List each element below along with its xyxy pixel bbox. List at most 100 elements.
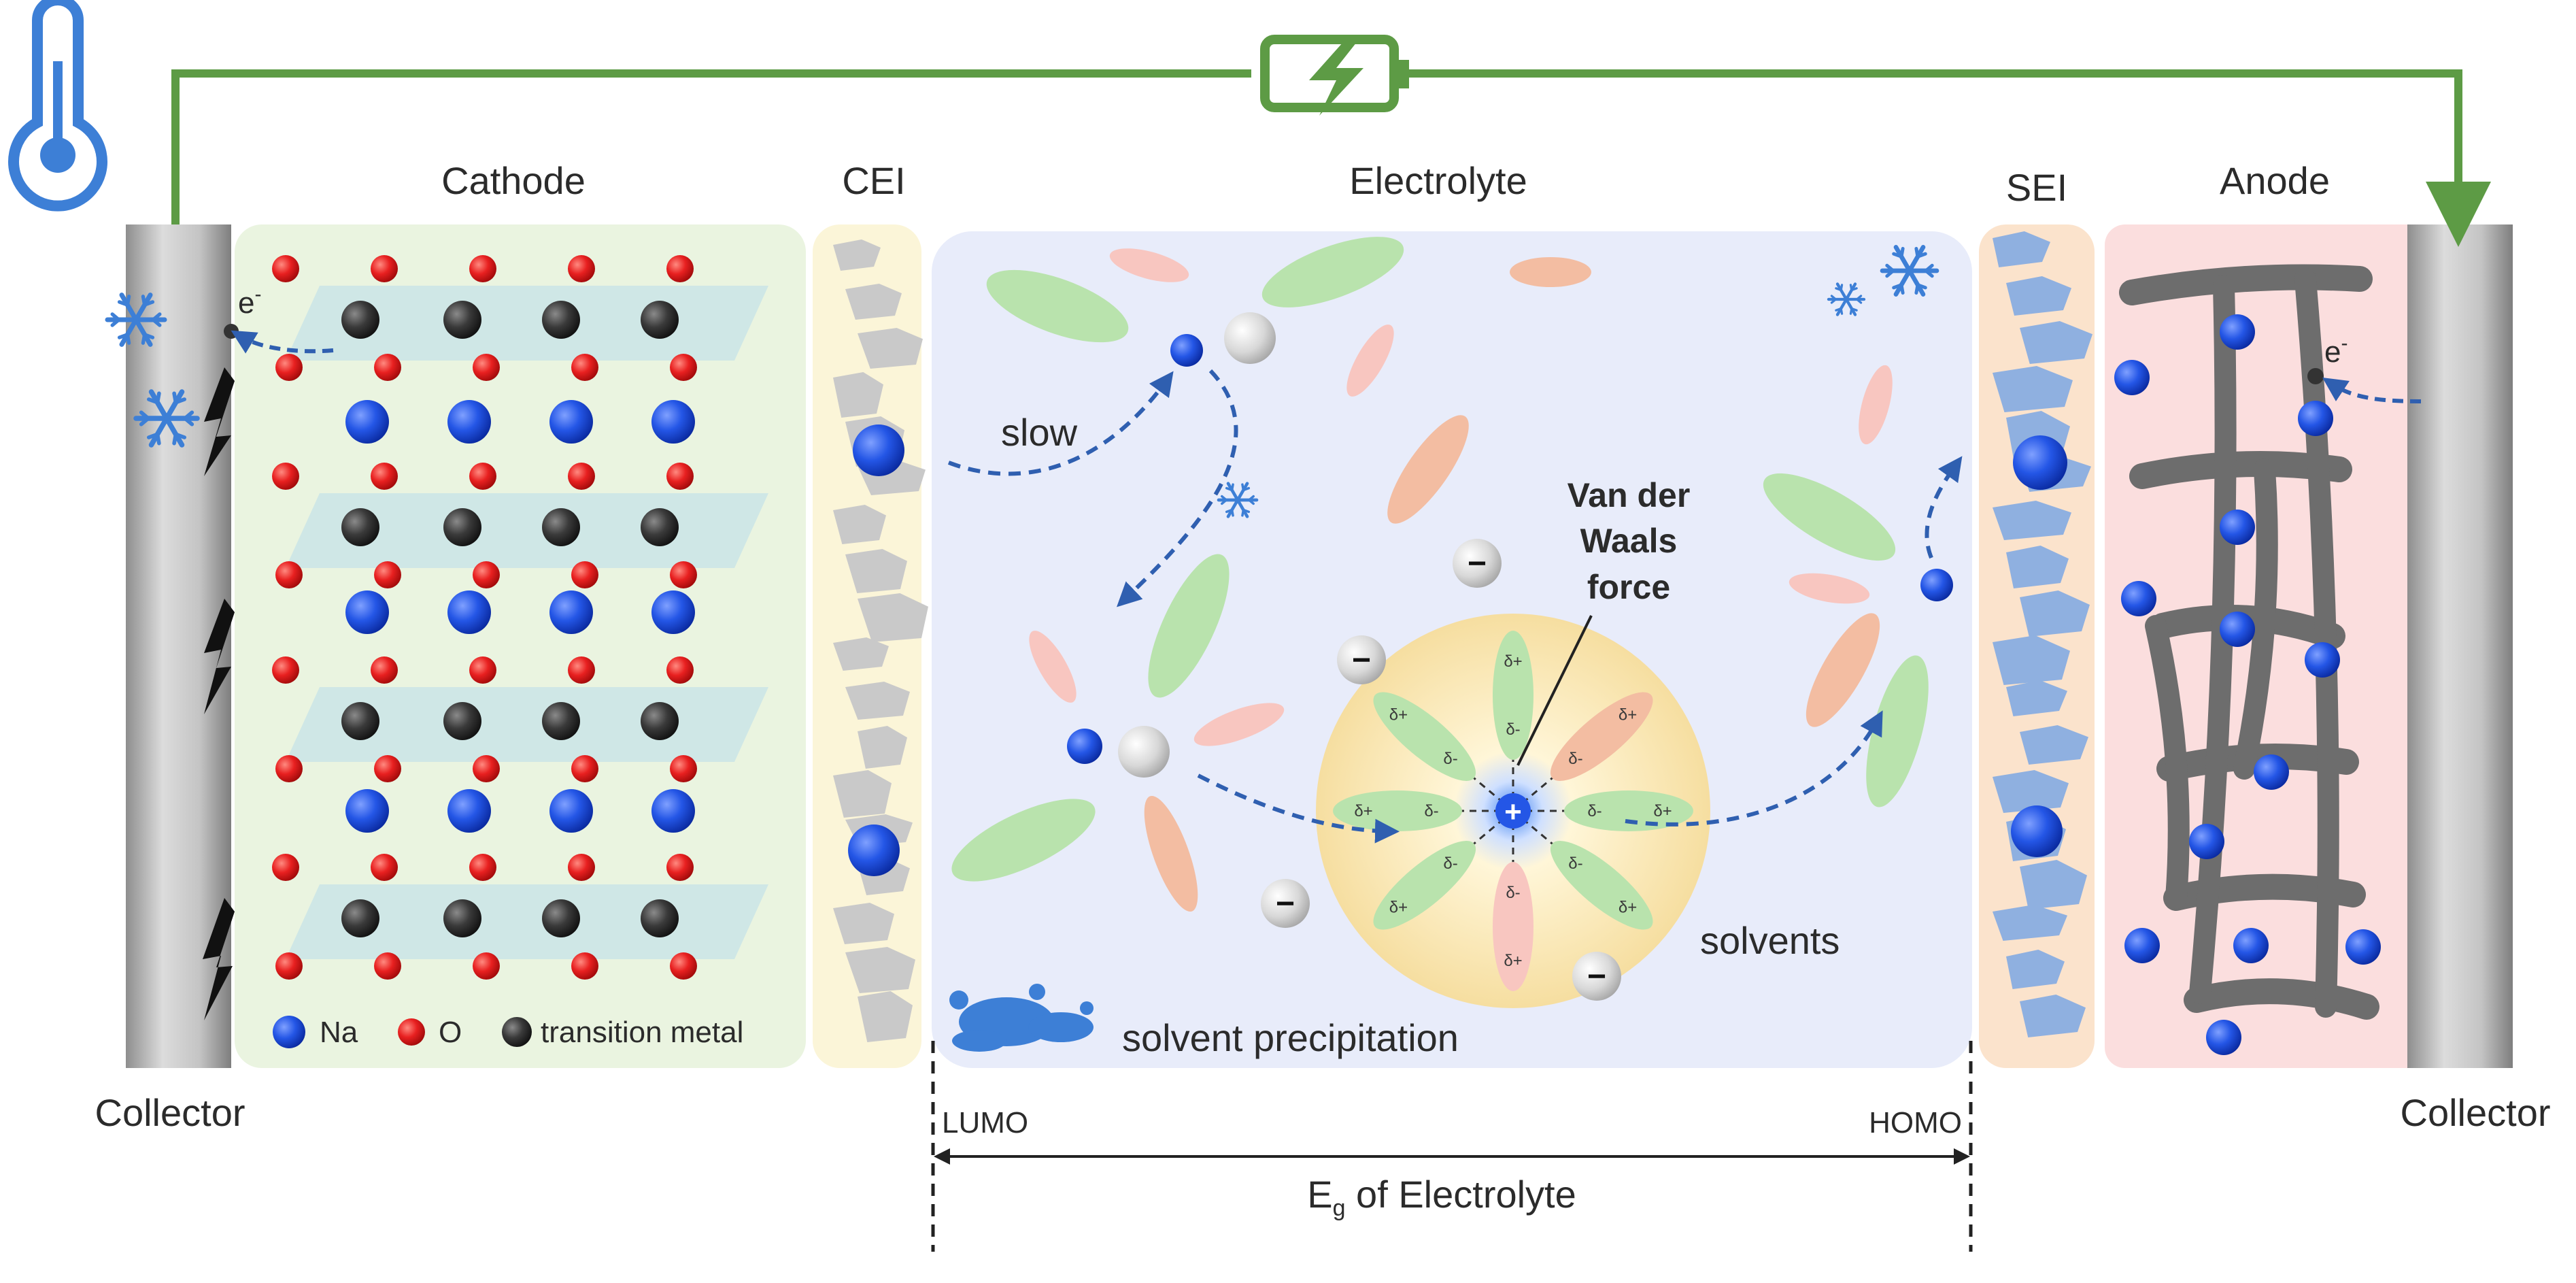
oxygen-atom [666,463,694,490]
oxygen-atom [371,854,398,881]
snowflake-branch [1855,295,1863,301]
anode-na-ion [2121,581,2156,616]
snowflake-arm [1236,498,1249,518]
electron-left [224,324,239,339]
tm-atom [641,702,679,740]
oxygen-atom [568,656,595,684]
sheath-solvent [1564,790,1693,831]
snowflake-arm [133,293,153,322]
anode-na-ion [2254,754,2289,790]
snowflake-branch [1225,486,1234,492]
lightning-dendrite-icon [203,367,235,1020]
delta-plus-label: δ+ [1504,952,1522,970]
arrow-sheath-to-right [1625,710,1883,827]
snowflake-arm [1835,282,1848,301]
snowflake-branch [1916,283,1927,290]
delta-plus-label: δ+ [1619,898,1637,916]
sheath-solvent [1493,631,1533,760]
cei-fragment [833,770,892,818]
electron-right-label: e- [2324,332,2348,369]
sei-fragment [1993,770,2069,813]
oxygen-atom [275,561,303,588]
sheath-solvent [1373,692,1476,781]
cei-fragment [833,239,881,271]
snowflake-arm [133,317,153,347]
oxygen-atom [568,854,595,881]
snowflake-arm [119,293,139,322]
tm-atom [641,899,679,937]
legend-na-label: Na [320,1016,358,1049]
snowflake-branch [183,410,194,420]
na-atom [345,400,389,444]
snowflake-arm [164,416,185,448]
na-atom [651,590,695,634]
label-anode: Anode [2220,159,2330,202]
snowflake-arm [1907,245,1926,273]
tm-atom [341,508,379,546]
snowflake-arm [1226,482,1240,502]
anode-na-ion [2345,929,2381,965]
sei-fragment [1993,501,2071,540]
tm-atom [443,702,481,740]
solvent-molecules [951,237,1929,912]
oxygen-atom [473,952,500,980]
cei-fragment [845,549,907,593]
arrow-up-to-sei [1925,456,1963,559]
snowflake-branch [173,432,187,439]
delta-minus-label: δ- [1506,720,1520,739]
anion-sphere [1453,539,1502,588]
solvent-molecule [1763,473,1896,561]
oxygen-atom [568,463,595,490]
anode-na-ion [2233,928,2269,963]
tm-atom [443,301,481,339]
snowflake-arm [119,317,139,347]
snowflake-arm [1835,297,1848,316]
snowflake-branch [146,397,160,405]
legend-o-label: O [439,1016,462,1049]
anion-minus: − [1468,546,1487,582]
cathode-lattice [272,255,768,980]
tm-atom [542,301,580,339]
anode-na-ion [2206,1020,2241,1055]
label-vdw-1: Van der [1567,476,1691,514]
circuit-wire [171,69,2458,224]
vdw-pointer [1516,615,1593,766]
cei-na-ion-1 [853,424,904,476]
sei-fragment [2020,590,2090,637]
tm-atom [641,301,679,339]
cei-fragment [858,726,907,769]
oxygen-atom [374,755,401,782]
snowflake-branch [1248,495,1255,501]
battery-charge-icon [1260,35,1409,116]
label-solvent-precipitation: solvent precipitation [1122,1016,1459,1059]
tm-atom [341,899,379,937]
snowflake-branch [1914,246,1920,259]
oxygen-atom [272,854,299,881]
tm-atom [443,899,481,937]
sheath-solvent [1550,841,1653,930]
oxygen-atom [670,952,697,980]
label-cei: CEI [842,159,905,202]
tm-layer-slab [286,493,768,568]
solvent-molecule [1193,703,1285,746]
na-atom [549,590,593,634]
sheath-solvent [1333,790,1462,831]
snowflake-branch [1849,284,1853,292]
sei-fragment [1993,905,2067,941]
cei-fragment [833,372,883,418]
oxygen-atom [571,561,598,588]
snowflake-branch [1850,307,1858,312]
migration-arrows [947,369,1963,844]
snowflake-arm [1893,268,1912,297]
anode-na-ion [2189,824,2224,859]
oxygen-atom [371,656,398,684]
electrolyte-na-1 [1170,334,1203,367]
delta-plus-label: δ+ [1653,802,1672,820]
cei-fragment [833,637,889,671]
cei-fragment [833,505,886,544]
label-cathode: Cathode [441,159,586,202]
oxygen-atom [666,656,694,684]
sei-fragment [2020,725,2088,765]
oxygen-atom [371,255,398,282]
sei-fragment [2006,680,2067,716]
